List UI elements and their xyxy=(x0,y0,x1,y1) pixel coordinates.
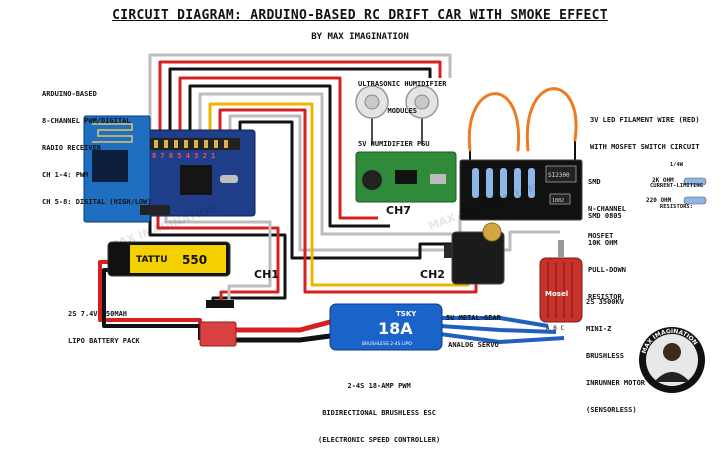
mosfet-code: SI2300 xyxy=(548,172,570,179)
psu-chip xyxy=(395,170,417,184)
esc-plug xyxy=(199,321,237,347)
wire-esc-main-red xyxy=(236,319,331,333)
wire-ch2-red xyxy=(218,108,478,294)
current-resistors-label: 1/4W CURRENT-LIMITING RESISTORS: xyxy=(650,162,703,210)
brushless-motor: Mosel A B C xyxy=(539,240,583,332)
wire-red-top xyxy=(158,60,442,130)
filament-resistors xyxy=(472,168,535,198)
wire-black-top xyxy=(168,67,432,130)
wire-ch7-black xyxy=(188,84,390,228)
esc-signal-plug xyxy=(206,300,234,308)
humidifier-modules-label: ULTRASONIC HUMIDIFIER MODULES xyxy=(358,80,447,115)
led-filaments xyxy=(467,87,578,152)
wire-ch1-black xyxy=(148,216,287,305)
resistor-2k-label: 2K OHM xyxy=(652,177,674,184)
wire-ch1-red xyxy=(156,216,280,305)
radio-receiver: 8 7 6 5 4 3 2 1 xyxy=(83,115,256,223)
avatar: MAX IMAGINATION xyxy=(639,327,705,393)
servo-tab xyxy=(444,244,452,258)
esc-body xyxy=(329,303,443,351)
resistor-legend xyxy=(683,177,707,205)
rf-module-chip xyxy=(92,150,128,182)
motor-label: 2S 3500KV MINI-Z BRUSHLESS INRUNNER MOTO… xyxy=(586,298,646,414)
esc: TSKY 18A BRUSHLESS 2-4S LIPO xyxy=(199,300,443,351)
psu-usb-port xyxy=(430,174,446,184)
header-pins xyxy=(154,140,228,148)
filament-right xyxy=(525,87,578,152)
wire-ch7-red xyxy=(178,76,378,220)
humidifier-discs xyxy=(355,85,439,119)
channel-label-ch7: CH7 xyxy=(386,204,411,217)
channel-label-ch5: CH5 xyxy=(526,208,551,221)
wire-esc-main-black xyxy=(236,333,331,343)
pulldown-label: SMD 0805 10K OHM PULL-DOWN RESISTOR xyxy=(588,212,626,301)
battery-label xyxy=(130,245,226,273)
pulldown-code: 1002 xyxy=(552,198,564,204)
battery-capacity: 550 xyxy=(182,253,207,267)
servo-gear xyxy=(482,222,502,242)
humidifier-psu-label: 5V HUMIDIFIER PSU xyxy=(358,140,430,148)
wire-motor-c xyxy=(439,332,565,344)
esc-label: 2-4S 18-AMP PWM BIDIRECTIONAL BRUSHLESS … xyxy=(318,382,441,444)
channel-label-ch1: CH1 xyxy=(254,268,279,281)
circuit-diagram: 8 7 6 5 4 3 2 1 TATTU 550 xyxy=(83,53,707,393)
antenna-trace-icon xyxy=(92,123,133,143)
wire-ch7-white xyxy=(198,92,462,236)
humidifier-psu xyxy=(355,151,457,203)
bottom-header xyxy=(140,205,170,215)
motor-pins: A B C xyxy=(546,325,564,332)
mosfet-board: SI2300 1002 xyxy=(459,159,583,221)
wire-motor-b xyxy=(439,324,557,334)
esc-rating: 18A xyxy=(378,319,413,338)
mosfet-chip xyxy=(545,165,577,183)
filament-left xyxy=(467,92,521,152)
motor-brand: Mosel xyxy=(545,290,568,298)
channel-label-ch2: CH2 xyxy=(420,268,445,281)
resistor-220-label: 220 OHM xyxy=(646,197,672,204)
battery-label: 2S 7.4V 550MAH LIPO BATTERY PACK xyxy=(68,310,140,345)
led-filament-label: 3V LED FILAMENT WIRE (RED) WITH MOSFET S… xyxy=(590,116,700,151)
psu-inductor xyxy=(362,170,382,190)
wire-ch1-white xyxy=(164,216,272,305)
wire-motor-a xyxy=(440,316,549,328)
diagram-title: CIRCUIT DIAGRAM: ARDUINO-BASED RC DRIFT … xyxy=(112,8,608,23)
wire-ch5-white xyxy=(228,114,560,252)
receiver-label: ARDUINO-BASED 8-CHANNEL PWM/DIGITAL RADI… xyxy=(42,90,152,206)
resistor-220-icon xyxy=(683,196,707,205)
servo-label: 5V METAL-GEAR ANALOG SERVO xyxy=(446,314,501,349)
motor-shaft xyxy=(558,240,564,258)
wire-white-top xyxy=(148,53,452,130)
lipo-battery: TATTU 550 xyxy=(107,241,231,277)
crystal xyxy=(220,175,238,183)
mosfet-label: SMD N-CHANNEL MOSFET xyxy=(588,178,626,240)
wire-ch5-black xyxy=(238,120,470,260)
diagram-subtitle: BY MAX IMAGINATION xyxy=(311,32,409,42)
battery-brand: TATTU xyxy=(136,255,168,265)
servo xyxy=(444,222,505,285)
header-pin-numbers: 8 7 6 5 4 3 2 1 xyxy=(152,152,215,160)
resistor-2k-icon xyxy=(683,177,707,186)
mcu-chip xyxy=(180,165,212,195)
esc-brand: TSKY xyxy=(396,310,417,318)
pulldown-chip xyxy=(549,193,571,205)
esc-spec: BRUSHLESS 2-4S LIPO xyxy=(362,341,412,347)
